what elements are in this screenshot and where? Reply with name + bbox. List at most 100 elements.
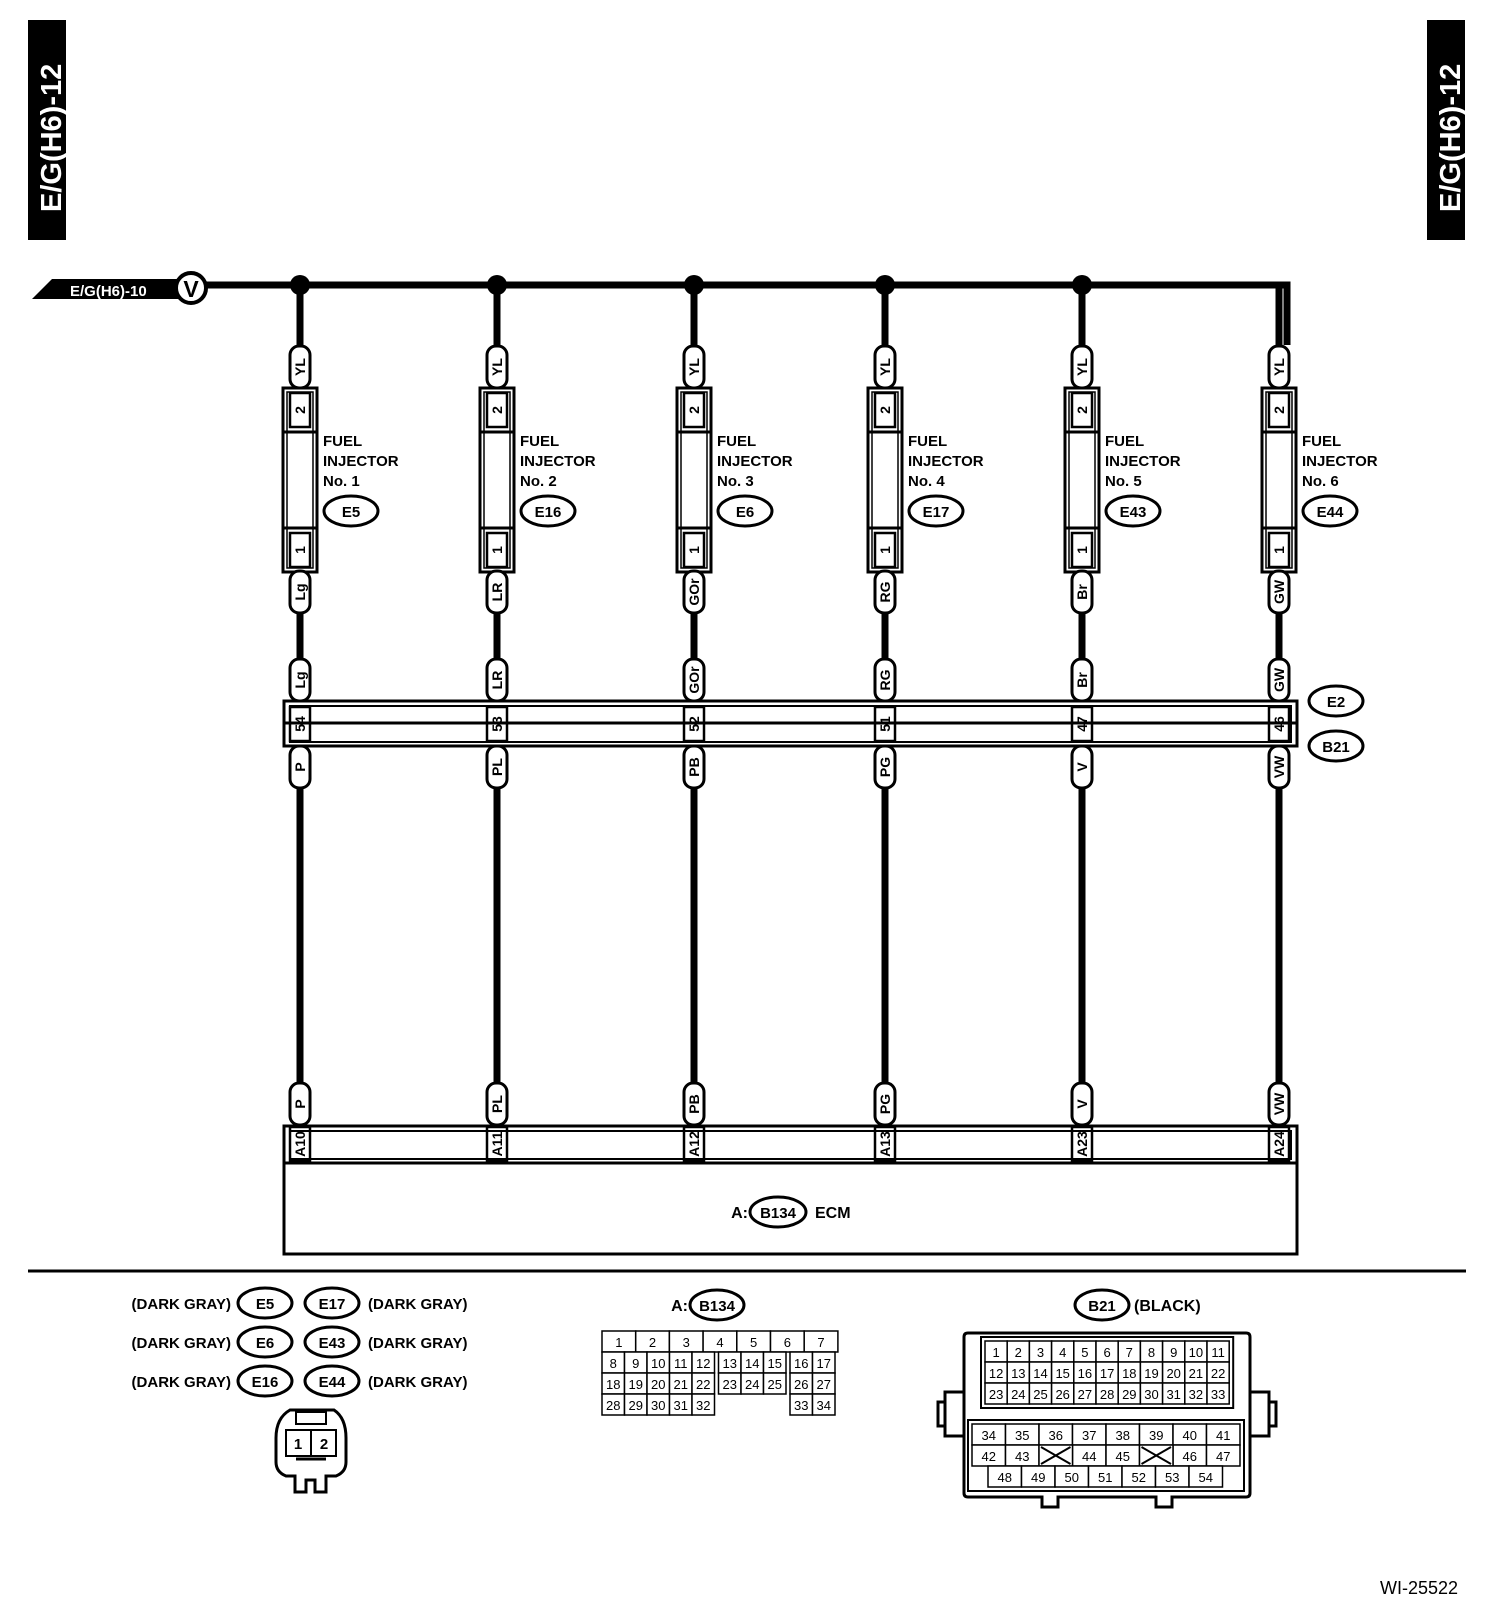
b21-pin: 43 [1015, 1449, 1029, 1464]
b134-pin: 32 [696, 1398, 710, 1413]
wire-color-ecm-side: PG [877, 1094, 893, 1114]
ecm-pin: A10 [292, 1131, 308, 1157]
b21-pin: 26 [1055, 1387, 1069, 1402]
b21-pin: 34 [982, 1428, 996, 1443]
wire-color-e2-side: LR [489, 671, 505, 690]
injector-connector-code: E5 [342, 504, 360, 521]
b21-pin: 46 [1183, 1449, 1197, 1464]
b21-pin: 31 [1166, 1387, 1180, 1402]
b21-pin: 12 [989, 1366, 1003, 1381]
label-injector: INJECTOR [520, 453, 596, 470]
ecm-prefix: A: [731, 1205, 748, 1222]
label-number: No. 2 [520, 473, 557, 490]
label-injector: INJECTOR [323, 453, 399, 470]
injector-connector-ref[interactable]: E6 [716, 494, 774, 528]
wire-color-b21-side: PB [686, 757, 702, 776]
left-page-tab: E/G(H6)-12 [28, 20, 68, 240]
b21-detail-title: B21 (BLACK) [1073, 1288, 1201, 1322]
b21-pin: 23 [989, 1387, 1003, 1402]
ecm-label[interactable]: A: B134 ECM [731, 1195, 851, 1229]
injector-connector-ref[interactable]: E44 [1301, 494, 1359, 528]
joint-connector-e2-label: E2 [1327, 694, 1345, 711]
legend-connector-left: E6 [256, 1335, 274, 1352]
injector-connector-code: E17 [923, 504, 950, 521]
injector-connector-ref[interactable]: E43 [1104, 494, 1162, 528]
wire-color-top: YL [292, 358, 308, 376]
b134-pin: 33 [794, 1398, 808, 1413]
ecm-pin: A13 [877, 1131, 893, 1157]
wire-color-b21-side: VW [1271, 755, 1287, 778]
label-fuel: FUEL [1302, 433, 1341, 450]
b134-pin: 22 [696, 1377, 710, 1392]
joint-connector-e2[interactable]: E2 [1307, 684, 1365, 718]
b21-pin: 17 [1100, 1366, 1114, 1381]
injector-pin-2: 2 [686, 406, 702, 414]
b134-pin: 1 [615, 1335, 622, 1350]
injector-connector-ref[interactable]: E5 [322, 494, 380, 528]
splice-dot [875, 275, 895, 295]
wire-color-ecm-side: V [1074, 1099, 1090, 1109]
fuel-injector-4[interactable]: 21 [866, 386, 904, 574]
b134-pin: 27 [817, 1377, 831, 1392]
injector-pin-1: 1 [686, 546, 702, 554]
b21-pin: 22 [1211, 1366, 1225, 1381]
b21-pin: 10 [1189, 1345, 1203, 1360]
b21-pin: 4 [1059, 1345, 1066, 1360]
fuel-injector-3[interactable]: 21 [675, 386, 713, 574]
fuel-injector-5[interactable]: 21 [1063, 386, 1101, 574]
label-number: No. 3 [717, 473, 754, 490]
wire-color-injector-side: RG [877, 581, 893, 602]
wire-color-ecm-side: PB [686, 1094, 702, 1113]
wire-color-ecm-side: VW [1271, 1092, 1287, 1115]
legend-connector-left: E16 [252, 1374, 279, 1391]
injector-connector-ref[interactable]: E16 [519, 494, 577, 528]
b21-pin: 6 [1103, 1345, 1110, 1360]
legend-connector-left: E5 [256, 1296, 274, 1313]
wire-color-e2-side: GW [1271, 667, 1287, 692]
wire-color-b21-side: PG [877, 757, 893, 777]
b134-pin: 20 [651, 1377, 665, 1392]
connector-face-pin-2: 2 [320, 1436, 328, 1453]
b21-detail-color: (BLACK) [1134, 1298, 1201, 1315]
wire-color-b21-side: PL [489, 758, 505, 776]
joint-connector-b21[interactable]: B21 [1307, 729, 1365, 763]
fuel-injector-2[interactable]: 21 [478, 386, 516, 574]
fuel-injector-1[interactable]: 21 [281, 386, 319, 574]
bus-connector-ref[interactable]: E/G(H6)-10 V [32, 271, 208, 305]
b134-pin: 15 [768, 1356, 782, 1371]
wire-color-top: YL [489, 358, 505, 376]
ecm-pin: A23 [1074, 1131, 1090, 1157]
fuel-injector-6[interactable]: 21 [1260, 386, 1298, 574]
injector-connector-code: E44 [1317, 504, 1344, 521]
b134-pin: 17 [817, 1356, 831, 1371]
b21-pin: 1 [992, 1345, 999, 1360]
b21-pin: 48 [998, 1470, 1012, 1485]
injector-connector-code: E43 [1120, 504, 1147, 521]
label-number: No. 6 [1302, 473, 1339, 490]
b134-pin: 9 [632, 1356, 639, 1371]
b21-pin: 37 [1082, 1428, 1096, 1443]
b21-pin: 27 [1078, 1387, 1092, 1402]
b21-pin: 2 [1015, 1345, 1022, 1360]
figure-id: WI-25522 [1380, 1578, 1458, 1598]
label-number: No. 1 [323, 473, 360, 490]
b21-pin: 33 [1211, 1387, 1225, 1402]
b21-pin: 49 [1031, 1470, 1045, 1485]
b21-pin: 54 [1199, 1470, 1213, 1485]
wire-color-injector-side: GW [1271, 579, 1287, 604]
injector-pin-2: 2 [1271, 406, 1287, 414]
b21-pin: 30 [1144, 1387, 1158, 1402]
label-number: No. 5 [1105, 473, 1142, 490]
b21-pin: 16 [1078, 1366, 1092, 1381]
injector-connector-ref[interactable]: E17 [907, 494, 965, 528]
b21-pin: 24 [1011, 1387, 1025, 1402]
b21-pin: 40 [1183, 1428, 1197, 1443]
bus-connector-label: E/G(H6)-10 [70, 283, 147, 300]
wire-color-e2-side: GOr [686, 666, 702, 694]
b21-pin: 36 [1049, 1428, 1063, 1443]
